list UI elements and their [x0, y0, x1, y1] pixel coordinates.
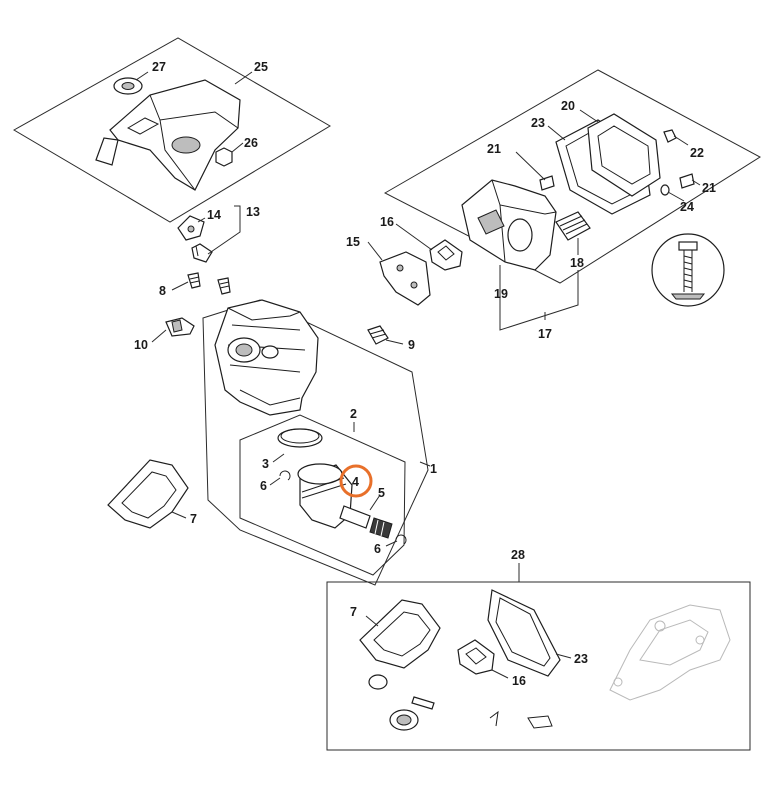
piston-part-4 — [297, 463, 353, 529]
detail-circle-screw — [651, 233, 725, 307]
callout-22[interactable]: 22 — [690, 146, 704, 160]
cover-part-20 — [587, 113, 661, 197]
callout-17[interactable]: 17 — [538, 327, 552, 341]
callout-5[interactable]: 5 — [378, 486, 385, 500]
spring-part-13 — [191, 243, 213, 263]
screw-part-8-b — [217, 277, 231, 295]
circlip-part-6-a — [279, 470, 291, 481]
nut-part-22 — [663, 129, 677, 143]
callout-2[interactable]: 2 — [350, 407, 357, 421]
cylinder-part-1 — [214, 299, 319, 416]
callout-21-b[interactable]: 21 — [702, 181, 716, 195]
callout-3[interactable]: 3 — [262, 457, 269, 471]
set-gasket-part-16 — [457, 639, 495, 675]
frame-piston-group-2 — [239, 414, 406, 576]
callout-20[interactable]: 20 — [561, 99, 575, 113]
set-small-parts — [368, 674, 553, 731]
callout-19[interactable]: 19 — [494, 287, 508, 301]
callout-7-a[interactable]: 7 — [190, 512, 197, 526]
screw-part-8-a — [187, 272, 201, 289]
callout-14[interactable]: 14 — [207, 208, 221, 222]
frame-gasket-set-28 — [326, 581, 751, 751]
decompression-valve-part-9 — [367, 325, 389, 345]
leader-lines — [135, 71, 701, 679]
piston-ring-part-3 — [277, 428, 323, 448]
callout-7-b[interactable]: 7 — [350, 605, 357, 619]
needle-cage-part — [369, 517, 393, 539]
gasket-part-16 — [429, 239, 463, 271]
callout-4[interactable]: 4 — [352, 475, 359, 489]
callout-26[interactable]: 26 — [244, 136, 258, 150]
callout-13[interactable]: 13 — [246, 205, 260, 219]
callout-6-b[interactable]: 6 — [374, 542, 381, 556]
callout-21-a[interactable]: 21 — [487, 142, 501, 156]
clip-part-14 — [177, 215, 205, 241]
callout-24[interactable]: 24 — [680, 200, 694, 214]
callout-28[interactable]: 28 — [511, 548, 525, 562]
screw-part-21-a — [539, 175, 555, 191]
callout-18[interactable]: 18 — [570, 256, 584, 270]
frame-shroud-group-25 — [12, 37, 331, 223]
screen-part-18 — [555, 211, 591, 241]
washer-part-24 — [660, 184, 670, 196]
callout-labels: 27 25 26 14 13 8 10 9 15 16 21 23 20 22 … — [134, 60, 716, 688]
callout-15[interactable]: 15 — [346, 235, 360, 249]
shroud-part-25 — [95, 79, 241, 191]
callout-8[interactable]: 8 — [159, 284, 166, 298]
gasket-part-7 — [107, 459, 189, 529]
callout-9[interactable]: 9 — [408, 338, 415, 352]
muffler-part-19 — [461, 179, 557, 271]
callout-23-b[interactable]: 23 — [574, 652, 588, 666]
ghost-crankcase — [609, 604, 731, 701]
callout-6-a[interactable]: 6 — [260, 479, 267, 493]
flange-part-15 — [379, 251, 431, 306]
callout-1[interactable]: 1 — [430, 462, 437, 476]
set-gasket-part-7 — [359, 599, 441, 669]
callout-10[interactable]: 10 — [134, 338, 148, 352]
set-gasket-part-23 — [487, 589, 561, 677]
piston-pin-part-5 — [339, 505, 371, 529]
callout-25[interactable]: 25 — [254, 60, 268, 74]
highlight-ring-part-4[interactable] — [339, 464, 373, 498]
shroud-knob-part-27 — [113, 77, 143, 95]
screw-part-21-b — [679, 173, 695, 189]
spark-plug-part-10 — [165, 317, 195, 337]
callout-16-b[interactable]: 16 — [512, 674, 526, 688]
circlip-part-6-b — [395, 534, 407, 545]
callout-27[interactable]: 27 — [152, 60, 166, 74]
callout-23-a[interactable]: 23 — [531, 116, 545, 130]
callout-16-a[interactable]: 16 — [380, 215, 394, 229]
shroud-nut-part-26 — [215, 147, 233, 167]
